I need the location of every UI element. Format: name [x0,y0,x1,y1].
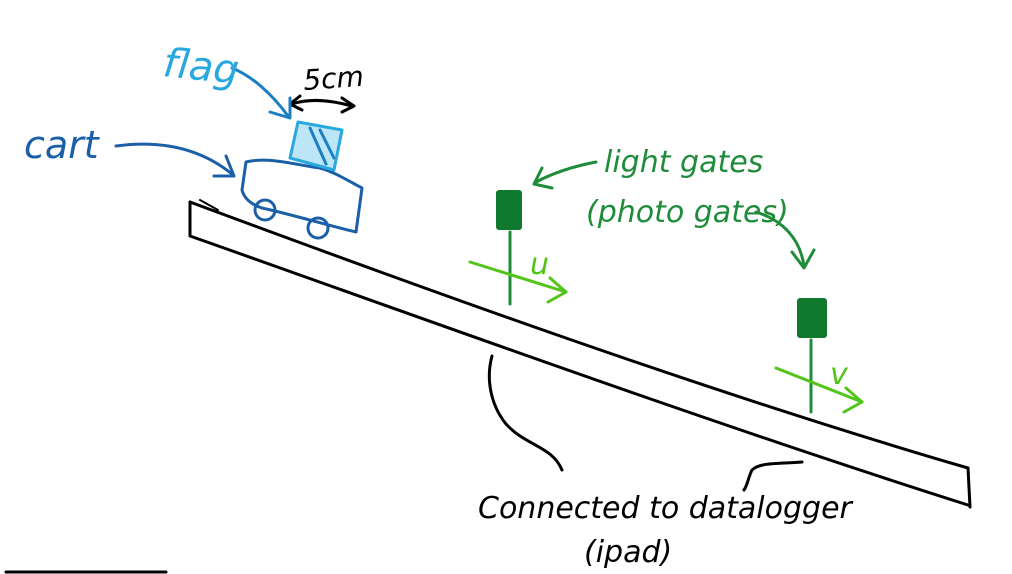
arrow-to-gate-2 [754,210,806,268]
width-dimension-arrow [288,94,356,114]
flag-width-label: 5cm [302,60,365,97]
cart-front-wheel [306,216,330,240]
v-label: v [830,357,849,392]
velocity-v-arrow [774,366,864,414]
cart-label: cart [24,123,101,167]
cart-pointer-arrow [114,142,236,178]
arrow-to-gate-1 [534,160,598,184]
light-gate-1 [496,190,522,306]
light-gates-label: light gates [604,145,763,180]
flag-label: flag [161,40,241,94]
datalogger-cables [487,354,804,492]
ramp-left-detail [199,199,219,211]
ramp-bottom-edge [188,234,970,507]
cart [240,158,364,240]
light-gate-2-sensor [797,298,827,338]
flag-box [288,120,344,172]
velocity-u-arrow [468,260,568,304]
light-gate-2 [797,298,827,414]
flag-hatch [308,126,336,166]
ramp-top-edge [188,200,970,470]
cable-1 [487,354,564,472]
flag [288,120,344,172]
cart-body [240,158,364,234]
ramp [188,199,972,509]
connected-label: Connected to datalogger [478,491,854,526]
light-gate-1-sensor [496,190,522,230]
ramp-right-end [966,466,972,509]
light-gates-pointer-arrows [532,160,816,270]
cable-2 [742,460,804,492]
cart-rear-wheel [253,198,277,222]
ipad-label: (ipad) [584,535,672,570]
flag-pointer-arrow [230,66,292,120]
photo-gates-label: (photo gates) [586,195,789,230]
u-label: u [530,247,549,282]
